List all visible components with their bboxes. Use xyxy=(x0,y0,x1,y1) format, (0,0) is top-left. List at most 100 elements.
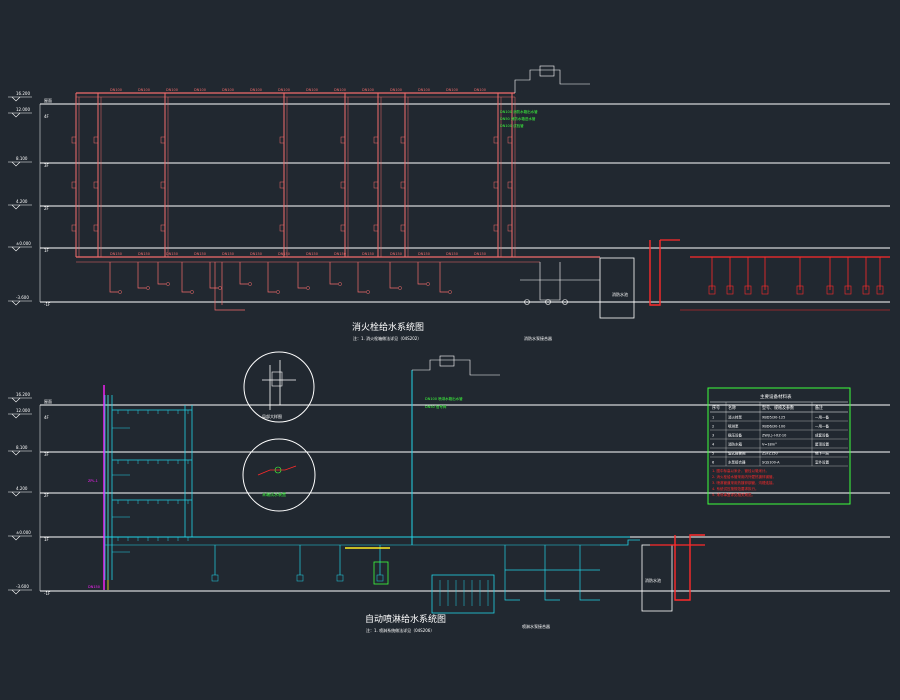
pipe-size-label: DN150 xyxy=(306,252,318,256)
alarm-valve xyxy=(336,574,344,582)
detail-b-label: 末端试水装置 xyxy=(262,491,286,497)
legend-header: 备注 xyxy=(815,404,823,410)
note-label: DN100 试验管 xyxy=(500,123,524,128)
level-elevation: 4.200 xyxy=(16,199,28,204)
hydrant-cabinet xyxy=(507,181,513,189)
hydrant-cabinet xyxy=(373,224,379,232)
legend-cell: 2 xyxy=(712,425,714,429)
valve-symbol xyxy=(146,286,150,290)
level-elevation: ±0.000 xyxy=(16,241,31,246)
fire-valve xyxy=(761,285,769,295)
roof-tank-pipe xyxy=(514,69,590,93)
level-floor: 3F xyxy=(44,163,50,168)
level-labels-bottom: 16.200屋面12.0004F8.1003F4.2002F±0.0001F-3… xyxy=(8,392,52,596)
roof-tank-pipe xyxy=(412,359,500,376)
hydrant-cabinet xyxy=(340,181,346,189)
pump-pipe xyxy=(504,545,520,601)
pipe-size-label: DN150 xyxy=(334,252,346,256)
detail-valve xyxy=(271,371,283,387)
level-triangle xyxy=(11,300,21,306)
legend-cell: 一用一备 xyxy=(815,415,829,420)
level-floor: 屋面 xyxy=(44,97,52,103)
level-elevation: 8.100 xyxy=(16,156,28,161)
alarm-valve xyxy=(296,574,304,582)
legend-note: 3. 喷淋管道采用热镀锌钢管，沟槽连接。 xyxy=(712,480,776,485)
pump-pipe xyxy=(544,545,560,601)
hydrant-cabinet xyxy=(400,181,406,189)
pipe-size-label: DN100 xyxy=(390,88,402,92)
level-triangle xyxy=(11,491,21,497)
pipe-size-label: DN150 xyxy=(446,252,458,256)
hydrant-diagram-note: 注：1. 消火栓箱做法详见（04S202） xyxy=(353,335,421,341)
valve-symbol xyxy=(448,290,452,294)
pipe-size-label: DN100 xyxy=(194,88,206,92)
valve-symbol xyxy=(366,290,370,294)
level-elevation: 12.000 xyxy=(16,107,30,112)
valve-symbol xyxy=(166,282,170,286)
level-label: 8.100 3F xyxy=(8,445,50,457)
pipe-size-label: DN100 xyxy=(138,88,150,92)
pipe-size-label: DN150 xyxy=(418,252,430,256)
level-floor: 2F xyxy=(44,206,50,211)
legend-cell: 3 xyxy=(712,434,714,438)
detail-circle-b xyxy=(242,438,316,512)
level-label: 4.200 2F xyxy=(8,486,50,498)
legend-header: 序号 xyxy=(712,404,720,410)
hydrant-cabinet xyxy=(279,181,285,189)
roof-tank xyxy=(539,65,555,77)
pump-symbol xyxy=(524,299,530,305)
legend-cell: 消防水箱 xyxy=(728,442,742,447)
pipe-size-label: DN150 xyxy=(278,252,290,256)
hydrant-cabinet xyxy=(93,136,99,144)
riser-label: DN150 xyxy=(88,585,100,589)
level-label: 8.100 3F xyxy=(8,156,50,168)
legend-note: 1. 图中标高以米计，管径以毫米计。 xyxy=(712,468,769,473)
fire-valve xyxy=(796,285,804,295)
fire-riser xyxy=(674,534,705,601)
level-label: ±0.000 1F xyxy=(8,530,50,542)
hydrant-branch xyxy=(239,262,248,285)
hydrant-cabinet xyxy=(279,224,285,232)
legend-cell: 一用一备 xyxy=(815,424,829,429)
pipe-size-label: DN100 xyxy=(278,88,290,92)
hydrant-branch xyxy=(357,262,366,293)
pipe-size-label: DN100 xyxy=(110,88,122,92)
pipe-size-label: DN100 xyxy=(474,88,486,92)
legend-cell: XBD6/30-100 xyxy=(762,425,785,429)
pump-room-box xyxy=(599,257,635,319)
pipe-size-label: DN100 xyxy=(250,88,262,92)
hydrant-cabinet xyxy=(373,136,379,144)
level-floor: 3F xyxy=(44,452,50,457)
pump-symbol xyxy=(562,299,568,305)
hydrant-branch xyxy=(389,262,398,289)
detail-gauge xyxy=(274,466,282,474)
legend-cell: ZSFZ150 xyxy=(762,452,778,456)
hydrant-cabinet xyxy=(373,181,379,189)
pipe-size-label: DN150 xyxy=(474,252,486,256)
level-elevation: 8.100 xyxy=(16,445,28,450)
hydrant-cabinet xyxy=(93,224,99,232)
level-elevation: ±0.000 xyxy=(16,530,31,535)
legend-note: 4. 系统试压按规范要求执行。 xyxy=(712,486,758,491)
pipe-size-label: DN100 xyxy=(362,88,374,92)
tank-label-top: 消防水池 xyxy=(612,291,628,297)
pipe-size-label: DN150 xyxy=(362,252,374,256)
valve-symbol xyxy=(118,290,122,294)
hydrant-cabinet xyxy=(340,136,346,144)
valve-symbol xyxy=(248,282,252,286)
alarm-valve xyxy=(211,574,219,582)
level-elevation: 4.200 xyxy=(16,486,28,491)
level-floor: 2F xyxy=(44,493,50,498)
fire-valve xyxy=(876,285,884,295)
level-floor: 1F xyxy=(44,537,50,542)
legend-note: 5. 未尽事宜详见相关规范。 xyxy=(712,492,755,497)
legend-cell: 1 xyxy=(712,416,714,420)
legend-cell: 6 xyxy=(712,461,714,465)
level-label: -3.600-1F xyxy=(8,295,51,307)
